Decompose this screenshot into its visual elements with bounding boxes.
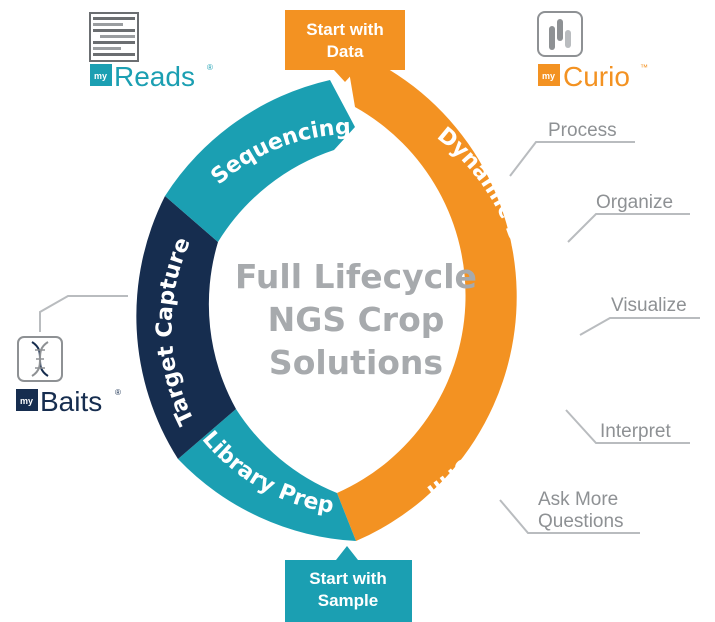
- step-questions: Questions: [538, 511, 624, 532]
- svg-text:®: ®: [207, 63, 213, 72]
- myreads-logo: my Reads ®: [89, 12, 213, 92]
- segment-sequencing: [165, 80, 355, 242]
- svg-text:Start with: Start with: [306, 20, 383, 39]
- callout-start-with-data: Start with Data: [285, 10, 405, 82]
- step-connectors: [39, 141, 700, 534]
- step-visualize: Visualize: [611, 295, 687, 316]
- svg-text:my: my: [94, 71, 107, 81]
- callout-start-with-sample: Start with Sample: [285, 546, 412, 622]
- reads-wordmark: Reads: [114, 61, 195, 92]
- segment-library-prep: [178, 409, 356, 541]
- reads-icon: [89, 12, 139, 62]
- svg-text:Sample: Sample: [318, 591, 378, 610]
- reads-my-badge: [90, 64, 112, 86]
- segment-target-capture: [136, 196, 236, 459]
- center-title-line-3: Solutions: [269, 343, 443, 382]
- segment-dynamic-bioinformatics: [337, 48, 517, 541]
- center-title-line-2: NGS Crop: [268, 300, 445, 339]
- mycurio-logo: my Curio ™: [537, 11, 648, 92]
- curio-wordmark: Curio: [563, 61, 630, 92]
- curio-my-badge: [538, 64, 560, 86]
- step-ask-more: Ask More: [538, 489, 618, 510]
- baits-wordmark: Baits: [40, 386, 102, 417]
- svg-text:my: my: [20, 396, 33, 406]
- center-title-line-1: Full Lifecycle: [235, 257, 477, 296]
- svg-text:Start with: Start with: [309, 569, 386, 588]
- curio-icon: [537, 11, 583, 57]
- step-interpret: Interpret: [600, 421, 671, 442]
- step-organize: Organize: [596, 192, 673, 213]
- step-process: Process: [548, 120, 617, 141]
- baits-my-badge: [16, 389, 38, 411]
- svg-text:my: my: [542, 71, 555, 81]
- svg-text:™: ™: [640, 63, 648, 72]
- svg-text:®: ®: [115, 388, 121, 397]
- svg-text:Data: Data: [327, 42, 364, 61]
- dna-icon: [17, 336, 63, 382]
- mybaits-logo: my Baits ®: [16, 336, 121, 417]
